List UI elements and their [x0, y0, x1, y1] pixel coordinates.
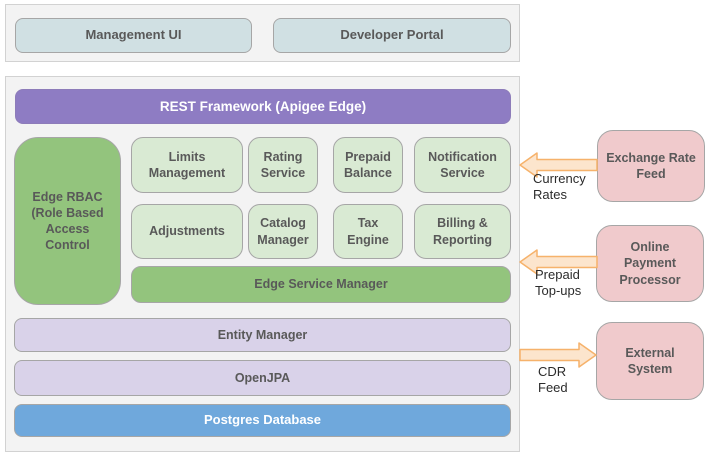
- edge-rbac-box: Edge RBAC (Role Based Access Control: [14, 137, 121, 305]
- openjpa-bar: OpenJPA: [14, 360, 511, 396]
- service-box-notification-service: Notification Service: [414, 137, 511, 193]
- external-system-box: External System: [596, 322, 704, 400]
- prepaid-topups-label: Prepaid Top-ups: [535, 267, 582, 298]
- online-payment-processor-box: Online Payment Processor: [596, 225, 704, 302]
- platform-layer-container: REST Framework (Apigee Edge) Edge RBAC (…: [5, 76, 520, 452]
- developer-portal-box: Developer Portal: [273, 18, 511, 53]
- prepaid-topups-arrow-left-icon: [519, 249, 598, 275]
- service-box-tax-engine: Tax Engine: [333, 204, 403, 259]
- service-box-limits-management: Limits Management: [131, 137, 243, 193]
- service-box-rating-service: Rating Service: [248, 137, 318, 193]
- service-box-adjustments: Adjustments: [131, 204, 243, 259]
- postgres-database-bar: Postgres Database: [14, 404, 511, 437]
- rest-framework-bar: REST Framework (Apigee Edge): [15, 89, 511, 124]
- exchange-rate-feed-box: Exchange Rate Feed: [597, 130, 705, 202]
- service-box-prepaid-balance: Prepaid Balance: [333, 137, 403, 193]
- entity-manager-bar: Entity Manager: [14, 318, 511, 352]
- service-box-billing-reporting: Billing & Reporting: [414, 204, 511, 259]
- edge-service-manager-bar: Edge Service Manager: [131, 266, 511, 303]
- currency-rates-arrow-left-icon: [519, 152, 598, 178]
- client-layer-container: Management UI Developer Portal: [5, 4, 520, 62]
- management-ui-box: Management UI: [15, 18, 252, 53]
- cdr-feed-label: CDR Feed: [538, 364, 568, 395]
- service-box-catalog-manager: Catalog Manager: [248, 204, 318, 259]
- currency-rates-label: Currency Rates: [533, 171, 586, 202]
- cdr-feed-arrow-right-icon: [519, 342, 597, 368]
